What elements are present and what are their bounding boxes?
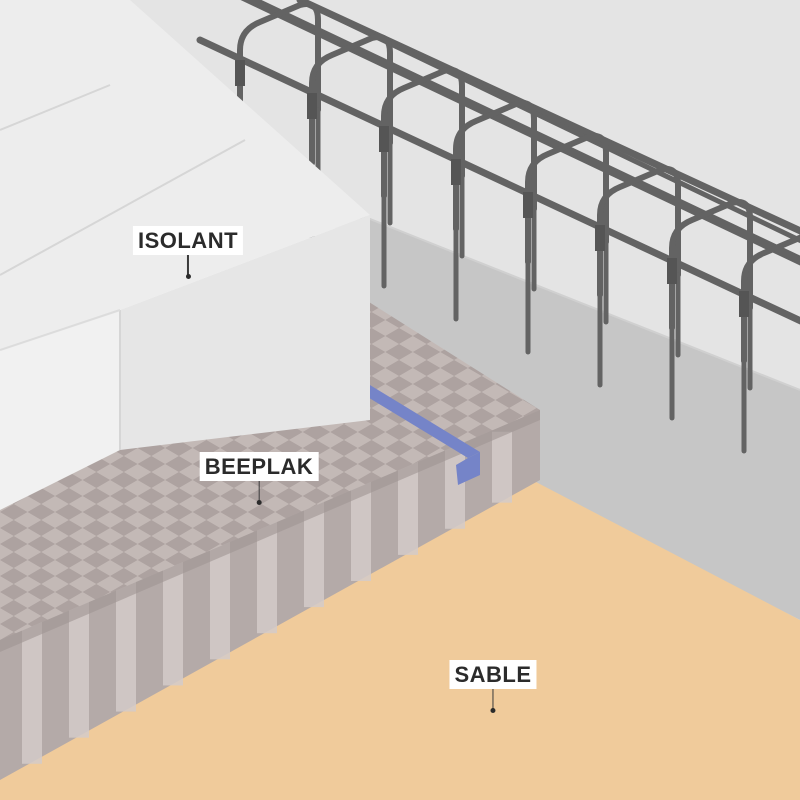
label-isolant: ISOLANT	[132, 226, 244, 255]
callout-beeplak: BEEPLAK	[199, 452, 319, 505]
leader-dot-isolant	[185, 274, 191, 279]
rebar-stirrup	[381, 67, 465, 199]
rebar-bar	[240, 0, 800, 266]
callout-sable: SABLE	[449, 660, 537, 713]
rebar-tie	[667, 258, 677, 284]
rebar-tie	[523, 192, 533, 218]
callout-isolant: ISOLANT	[132, 226, 244, 279]
rebar-stirrup	[309, 34, 393, 166]
rebar-stirrup	[525, 133, 609, 265]
rebar-stirrup	[453, 100, 537, 232]
rebar-bar	[317, 7, 800, 244]
rebar-tie	[307, 93, 317, 119]
leader-line-sable	[492, 689, 494, 709]
rebar-stirrup	[237, 1, 321, 133]
sable-layer	[0, 480, 800, 800]
beeplak-rib	[492, 431, 512, 503]
label-beeplak: BEEPLAK	[199, 452, 319, 481]
rebar-bar	[196, 36, 800, 325]
leader-line-isolant	[187, 255, 189, 275]
rebar-tie	[739, 291, 749, 317]
rebar-tie	[235, 60, 245, 86]
leader-line-beeplak	[258, 481, 260, 501]
leader-dot-beeplak	[256, 500, 262, 505]
leader-dot-sable	[490, 708, 496, 713]
rebar-stirrup	[669, 199, 753, 331]
concrete-wall	[130, 0, 800, 620]
rebar-tie	[451, 159, 461, 185]
joint-tape-fold	[456, 452, 480, 485]
rebar-stirrup	[741, 234, 800, 364]
isolant-slabs	[0, 0, 370, 510]
label-sable: SABLE	[449, 660, 537, 689]
rebar-tie	[379, 126, 389, 152]
rebar-stirrup	[597, 166, 681, 298]
rebar-tie	[595, 225, 605, 251]
